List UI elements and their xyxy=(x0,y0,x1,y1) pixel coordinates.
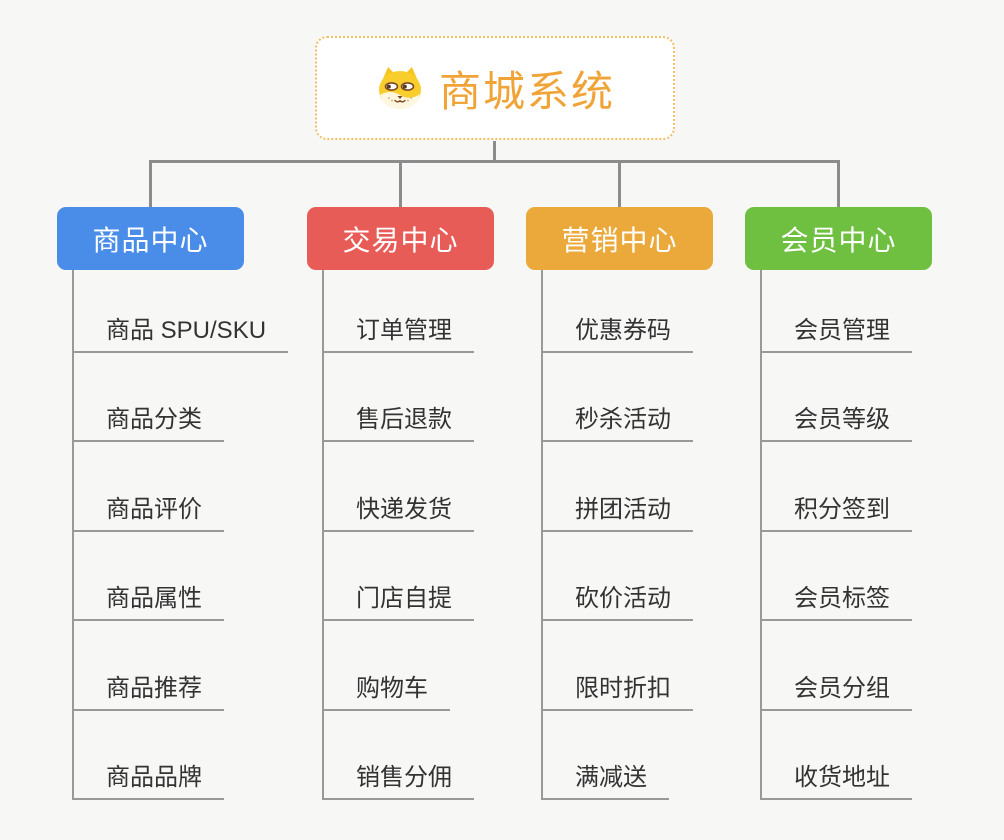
child-node[interactable]: 会员管理 xyxy=(760,303,912,353)
connector-drop xyxy=(399,162,402,207)
branch-column-trade-center: 交易中心 订单管理售后退款快递发货门店自提购物车销售分佣 xyxy=(307,207,494,817)
shiba-dog-icon xyxy=(378,67,421,109)
child-node[interactable]: 会员等级 xyxy=(760,392,912,442)
child-node[interactable]: 商品推荐 xyxy=(72,661,224,711)
branch-column-marketing-center: 营销中心 优惠券码秒杀活动拼团活动砍价活动限时折扣满减送 xyxy=(526,207,713,817)
child-node[interactable]: 门店自提 xyxy=(322,571,474,621)
child-node[interactable]: 商品品牌 xyxy=(72,750,224,800)
connector-riser xyxy=(493,141,496,162)
branch-column-product-center: 商品中心 商品 SPU/SKU 商品分类商品评价商品属性商品推荐商品品牌 xyxy=(57,207,289,817)
child-node[interactable]: 收货地址 xyxy=(760,750,912,800)
child-node[interactable]: 商品属性 xyxy=(72,571,224,621)
child-node[interactable]: 秒杀活动 xyxy=(541,392,693,442)
branch-node-trade-center[interactable]: 交易中心 xyxy=(307,207,494,270)
child-node[interactable]: 砍价活动 xyxy=(541,571,693,621)
branch-trunk xyxy=(760,270,762,800)
child-node[interactable]: 会员分组 xyxy=(760,661,912,711)
connector-drop xyxy=(837,162,840,207)
child-node[interactable]: 订单管理 xyxy=(322,303,474,353)
child-node[interactable]: 会员标签 xyxy=(760,571,912,621)
child-node[interactable]: 优惠券码 xyxy=(541,303,693,353)
child-node[interactable]: 拼团活动 xyxy=(541,482,693,532)
branch-node-member-center[interactable]: 会员中心 xyxy=(745,207,932,270)
branch-node-marketing-center[interactable]: 营销中心 xyxy=(526,207,713,270)
child-node[interactable]: 销售分佣 xyxy=(322,750,474,800)
connector-drop xyxy=(149,162,152,207)
child-node[interactable]: 商品分类 xyxy=(72,392,224,442)
connector-bus xyxy=(149,160,840,163)
child-node[interactable]: 限时折扣 xyxy=(541,661,693,711)
root-title: 商城系统 xyxy=(438,67,615,115)
branch-trunk xyxy=(72,270,74,800)
child-node[interactable]: 购物车 xyxy=(322,661,450,711)
branch-column-member-center: 会员中心 会员管理会员等级积分签到会员标签会员分组收货地址 xyxy=(745,207,932,817)
child-node[interactable]: 满减送 xyxy=(541,750,669,800)
branch-trunk xyxy=(322,270,324,800)
child-node[interactable]: 积分签到 xyxy=(760,482,912,532)
child-node[interactable]: 售后退款 xyxy=(322,392,474,442)
branch-trunk xyxy=(541,270,543,800)
branch-node-product-center[interactable]: 商品中心 xyxy=(57,207,244,270)
child-node[interactable]: 快递发货 xyxy=(322,482,474,532)
child-node[interactable]: 商品评价 xyxy=(72,482,224,532)
root-node[interactable]: 商城系统 xyxy=(315,36,675,140)
child-node[interactable]: 商品 SPU/SKU xyxy=(72,303,289,353)
connector-drop xyxy=(618,162,621,207)
